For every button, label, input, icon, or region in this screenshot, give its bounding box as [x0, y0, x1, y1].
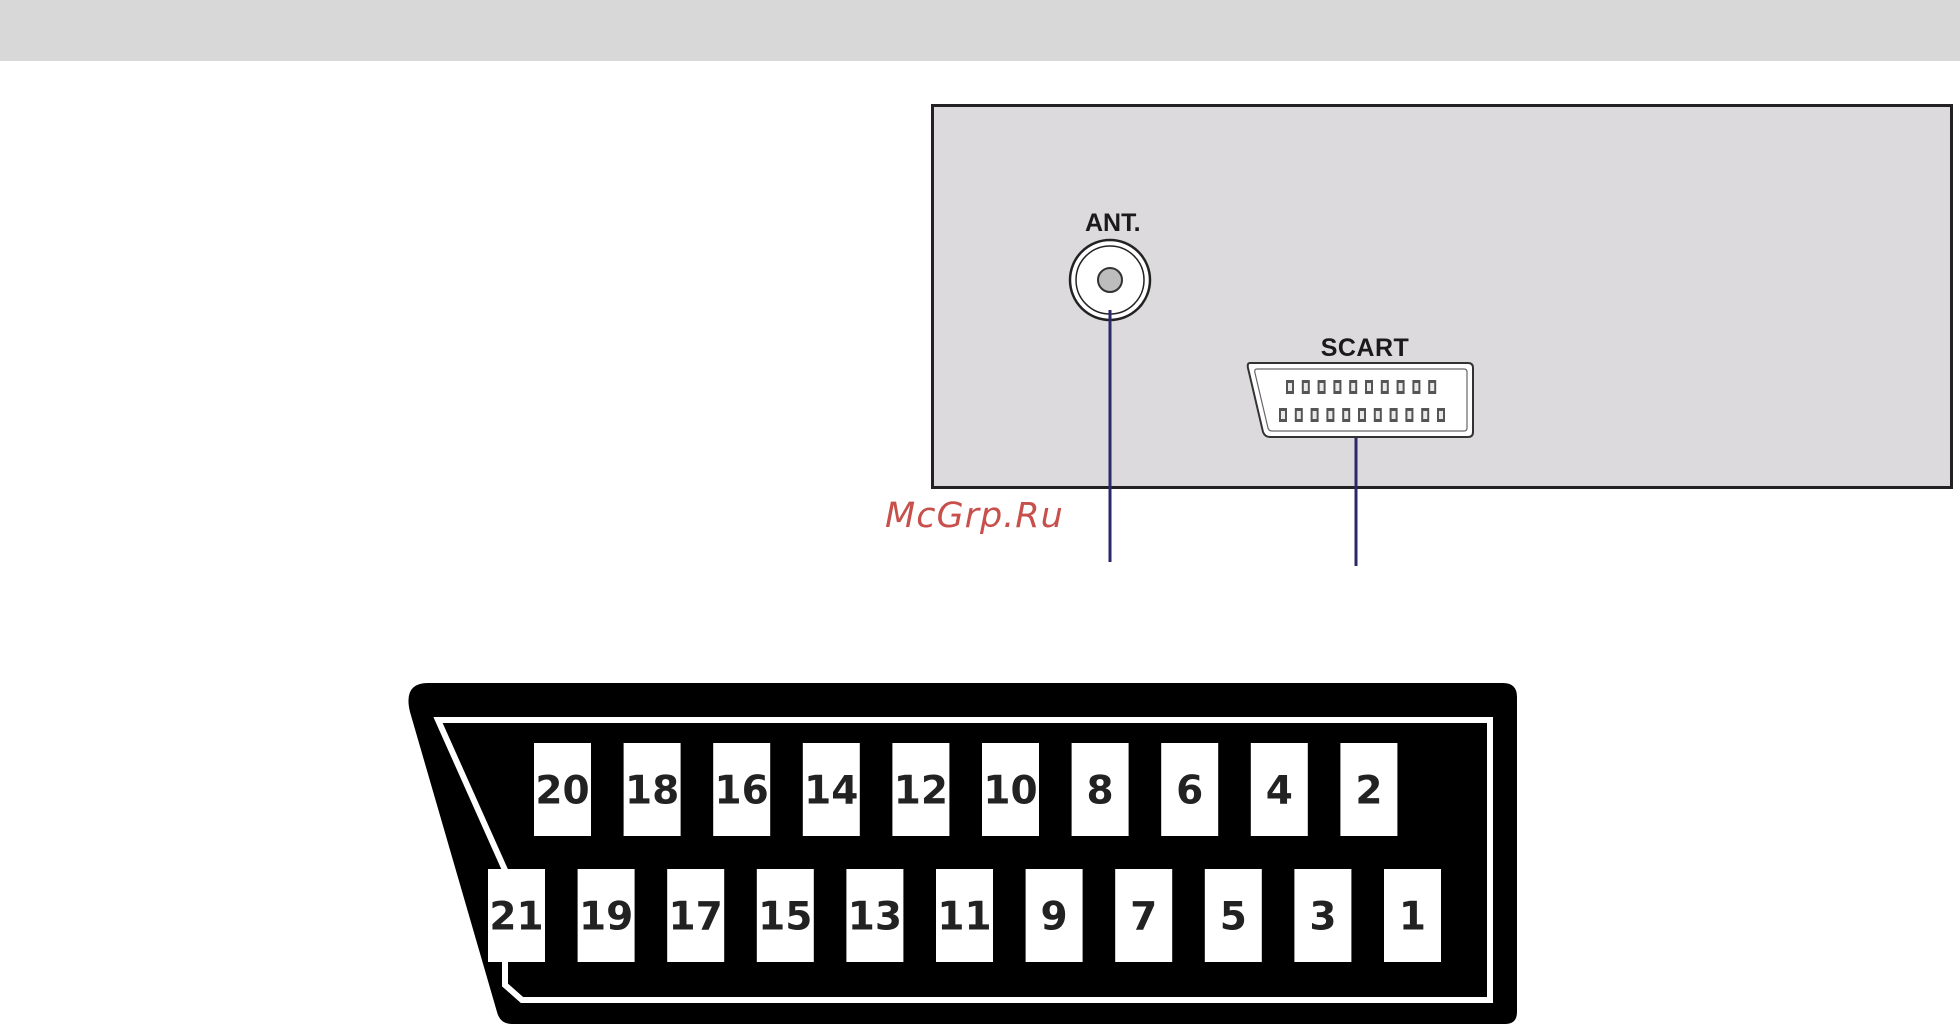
scart-pin-label: 20 — [535, 769, 589, 814]
scart-socket-pin-contact — [1383, 383, 1387, 391]
scart-socket-pin-contact — [1320, 383, 1324, 391]
scart-socket-pin-contact — [1288, 383, 1292, 391]
watermark-text: McGrp.Ru — [885, 496, 1064, 536]
scart-socket-pin-contact — [1392, 411, 1396, 419]
scart-pin-label: 19 — [579, 895, 633, 940]
scart-socket-pin-contact — [1297, 411, 1301, 419]
scart-socket-pin-contact — [1344, 411, 1348, 419]
scart-pin-label: 8 — [1087, 769, 1114, 814]
scart-socket-pin-contact — [1335, 383, 1339, 391]
scart-socket-pin-contact — [1360, 411, 1364, 419]
scart-socket-pin-contact — [1407, 411, 1411, 419]
scart-socket-pin-contact — [1367, 383, 1371, 391]
scart-pin-label: 2 — [1355, 769, 1382, 814]
scart-socket-pin-contact — [1351, 383, 1355, 391]
scart-pin-label: 12 — [894, 769, 948, 814]
scart-socket-pin-contact — [1439, 411, 1443, 419]
scart-socket-pin-contact — [1304, 383, 1308, 391]
scart-pin-label: 16 — [715, 769, 769, 814]
scart-pin-label: 4 — [1266, 769, 1293, 814]
scart-pin-label: 13 — [848, 895, 902, 940]
scart-pin-label: 18 — [625, 769, 679, 814]
scart-pin-label: 14 — [804, 769, 858, 814]
scart-pin-label: 15 — [758, 895, 812, 940]
antenna-socket — [1070, 240, 1150, 320]
scart-pin-label: 3 — [1309, 895, 1336, 940]
scart-pin-label: 11 — [937, 895, 991, 940]
scart-socket-pin-contact — [1399, 383, 1403, 391]
scart-pin-label: 5 — [1220, 895, 1247, 940]
scart-pin-label: 10 — [983, 769, 1037, 814]
scart-pin-label: 9 — [1041, 895, 1068, 940]
scart-socket-pin-contact — [1328, 411, 1332, 419]
scart-pinout-diagram: 20 18 16 14 12 10 8 6 4 2 21 19 17 15 13 11 9 7 5 3 1 — [408, 683, 1517, 1024]
scart-socket-pin-contact — [1313, 411, 1317, 419]
scart-socket-pin-contact — [1281, 411, 1285, 419]
scart-pin-label: 21 — [489, 895, 543, 940]
scart-pin-label: 7 — [1130, 895, 1157, 940]
scart-socket-pin-contact — [1430, 383, 1434, 391]
scart-pin-label: 6 — [1176, 769, 1203, 814]
scart-socket-pin-contact — [1423, 411, 1427, 419]
scart-socket — [1248, 363, 1473, 437]
scart-pin-label: 1 — [1399, 895, 1426, 940]
scart-socket-pin-contact — [1414, 383, 1418, 391]
scart-socket-pin-contact — [1376, 411, 1380, 419]
scart-pin-label: 17 — [669, 895, 723, 940]
